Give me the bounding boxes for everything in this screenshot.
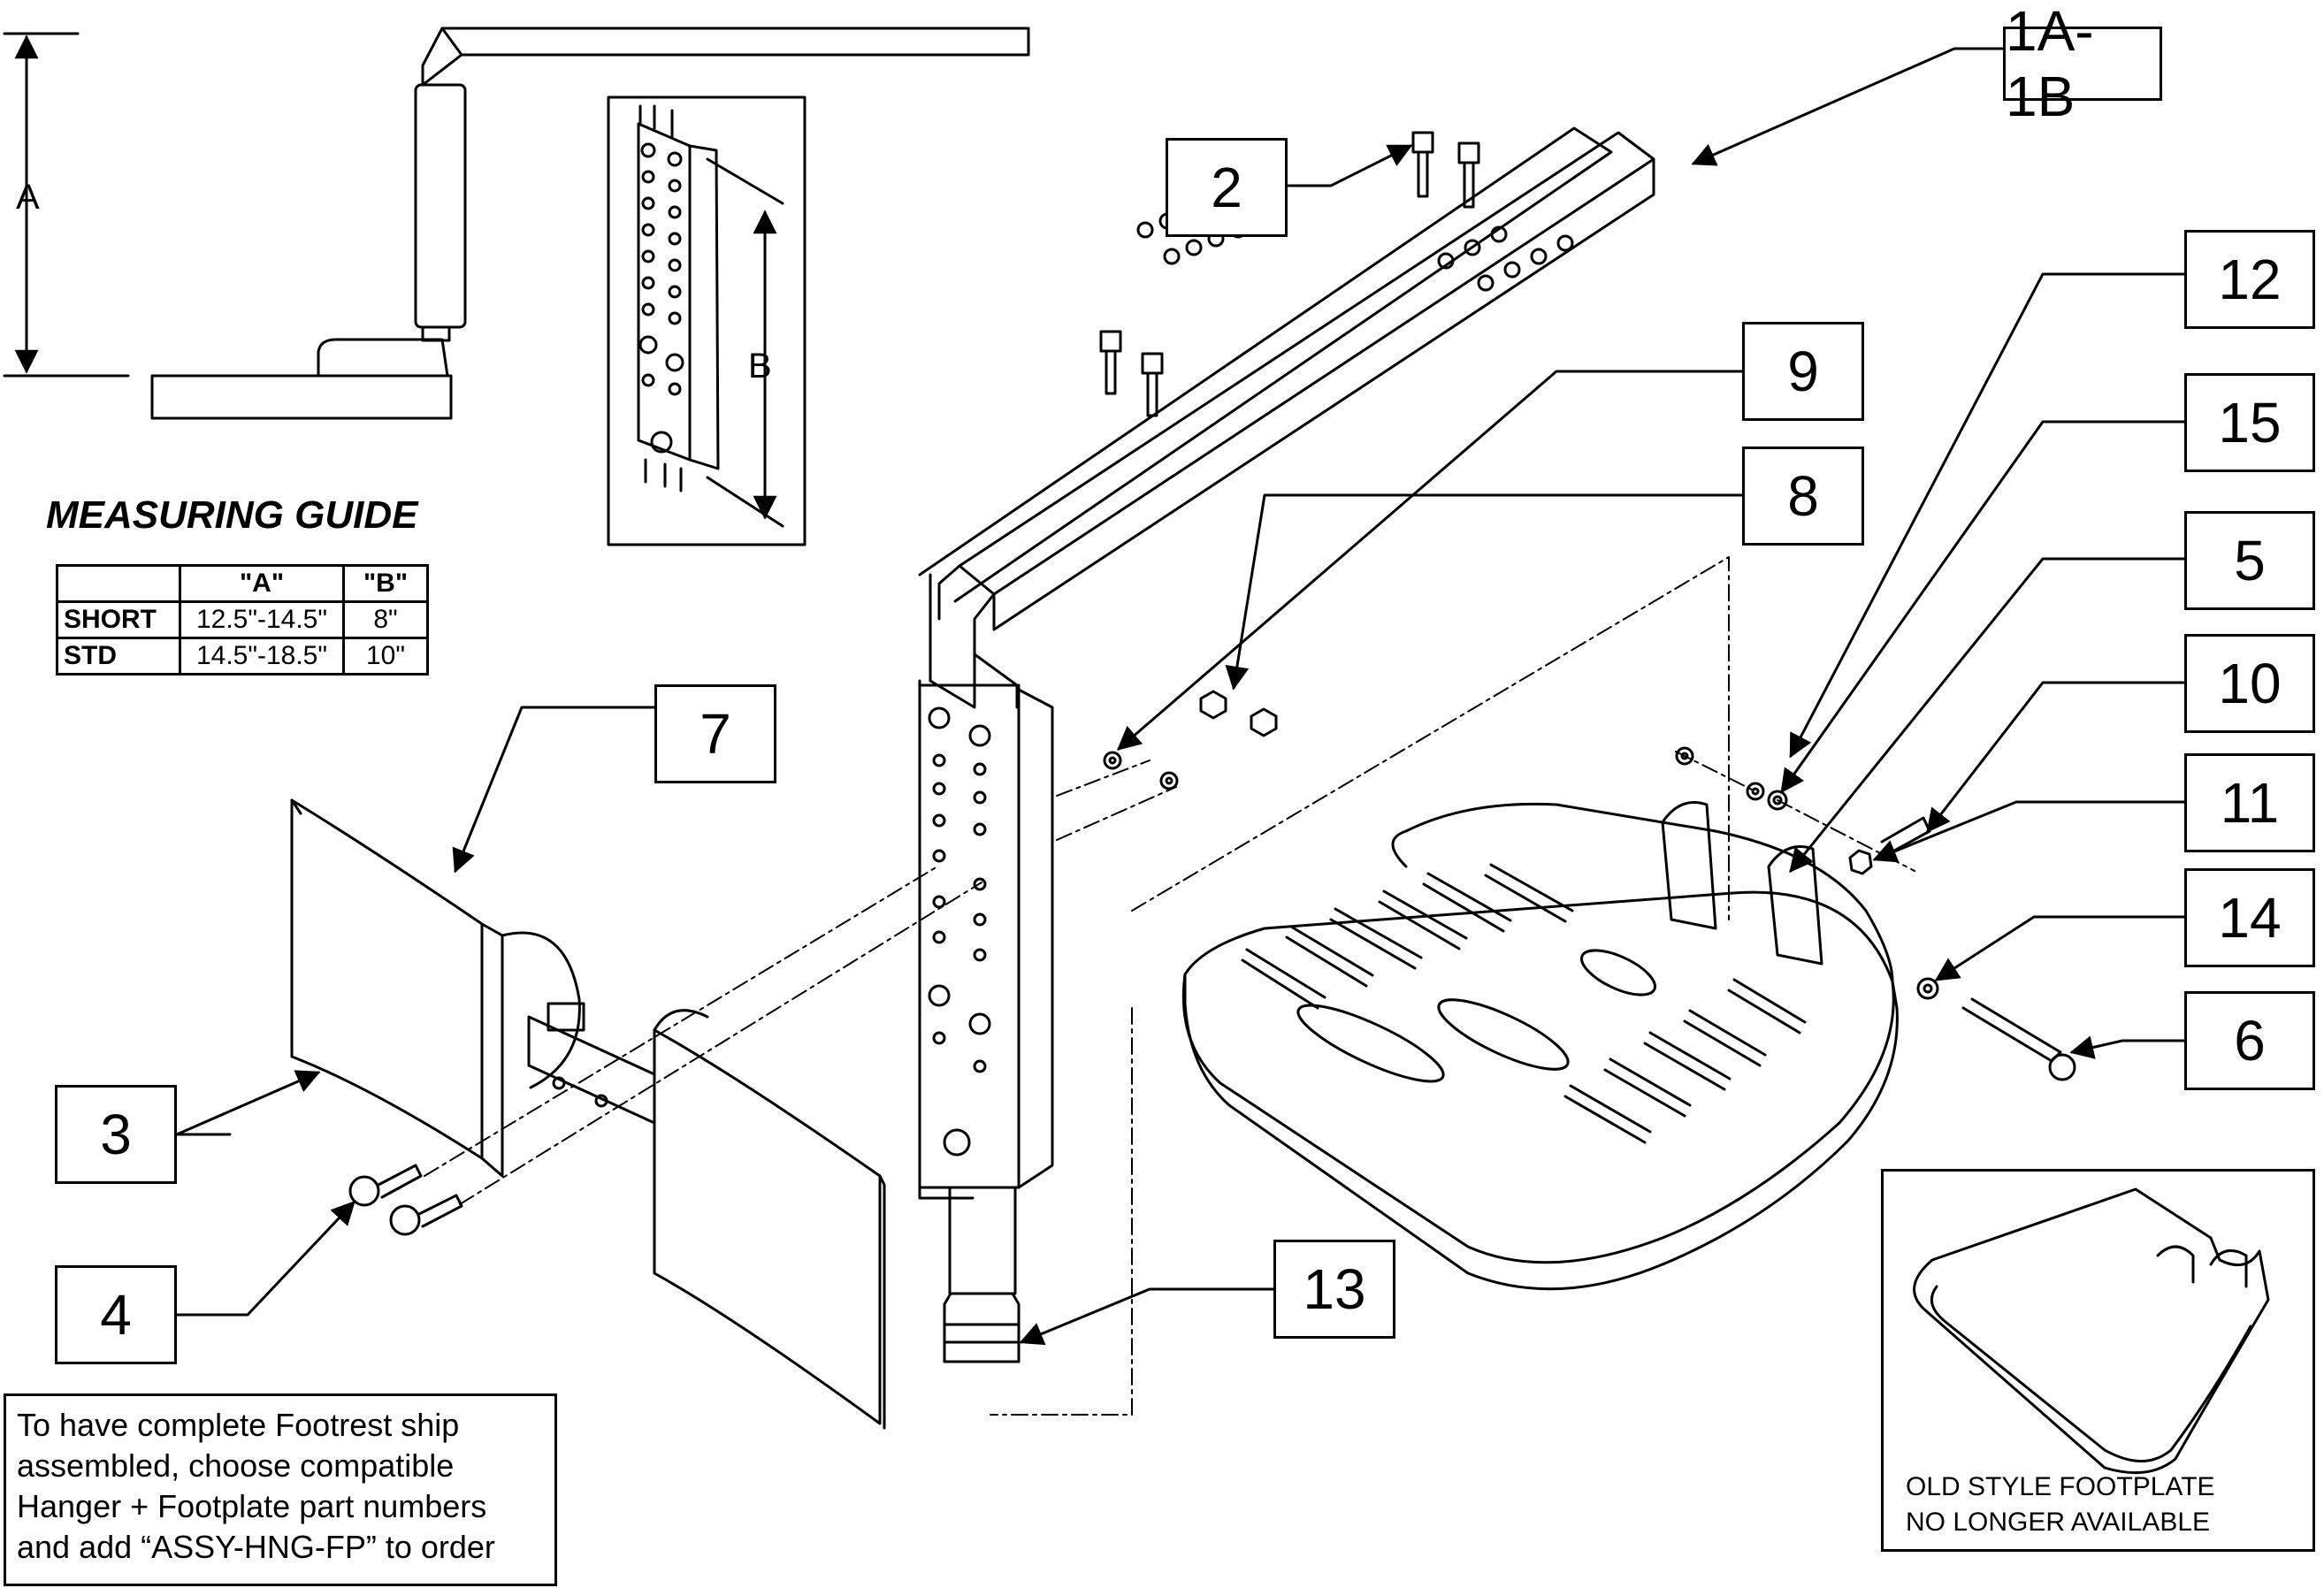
caption-line: NO LONGER AVAILABLE: [1906, 1508, 2211, 1537]
calf-pad-7: [653, 1009, 886, 1430]
row-a-value: 14.5"-18.5": [179, 637, 345, 676]
note-line: Hanger + Footplate part numbers: [17, 1488, 487, 1524]
callout-7: 7: [654, 684, 776, 783]
header-blank: [56, 564, 181, 603]
nuts-washers: [1103, 690, 1278, 790]
footplate-main: [1181, 801, 1899, 1291]
assembly-lines: [424, 556, 1915, 1416]
callout-10: 10: [2184, 634, 2315, 733]
hanger-detail: [607, 95, 807, 546]
callout-4: 4: [55, 1265, 177, 1364]
calf-pad-3: [290, 798, 581, 1178]
footplate-slats: [1241, 863, 1807, 1144]
header-b: "B": [342, 564, 429, 603]
table-row: SHORT 12.5"-14.5" 8": [56, 600, 429, 639]
table-row: STD 14.5"-18.5" 10": [56, 637, 429, 676]
callout-8: 8: [1742, 447, 1864, 546]
dim-label-a: A: [16, 178, 40, 217]
callout-11: 11: [2184, 753, 2315, 852]
row-b-value: 8": [342, 600, 429, 639]
callout-14: 14: [2184, 868, 2315, 967]
callout-1a-1b: 1A-1B: [2003, 0, 2162, 128]
callout-3: 3: [55, 1085, 177, 1184]
callout-5: 5: [2184, 511, 2315, 610]
row-a-value: 12.5"-14.5": [179, 600, 345, 639]
old-footplate-panel: [1881, 1169, 2315, 1552]
assembly-note: To have complete Footrest ship assembled…: [4, 1393, 557, 1586]
measuring-guide-title: MEASURING GUIDE: [46, 493, 418, 537]
callout-13: 13: [1273, 1240, 1395, 1339]
calf-pad-mount: [527, 1002, 656, 1125]
leader-lines: [175, 47, 2186, 1346]
row-b-value: 10": [342, 637, 429, 676]
bolts-4: [348, 1164, 463, 1236]
dim-label-b: B: [748, 347, 772, 386]
measuring-guide-table: "A" "B" SHORT 12.5"-14.5" 8" STD 14.5"-1…: [56, 564, 429, 676]
hardware-right: [1675, 746, 2076, 1081]
row-name: SHORT: [56, 600, 181, 639]
hanger-assembly: [918, 126, 1655, 1363]
note-line: assembled, choose compatible: [17, 1447, 455, 1484]
callout-9: 9: [1742, 322, 1864, 421]
row-name: STD: [56, 637, 181, 676]
note-line: and add “ASSY-HNG-FP” to order: [17, 1529, 495, 1565]
callout-2: 2: [1166, 138, 1288, 237]
old-footplate-drawing: [1913, 1187, 2270, 1475]
screw-set-2: [1099, 131, 1480, 417]
old-footplate-caption: OLD STYLE FOOTPLATE NO LONGER AVAILABLE: [1906, 1470, 2215, 1540]
table-header-row: "A" "B": [56, 564, 429, 603]
callout-15: 15: [2184, 373, 2315, 472]
measuring-figure: [3, 27, 1030, 420]
caption-line: OLD STYLE FOOTPLATE: [1906, 1472, 2215, 1501]
callout-6: 6: [2184, 991, 2315, 1090]
callout-12: 12: [2184, 230, 2315, 329]
header-a: "A": [179, 564, 345, 603]
note-line: To have complete Footrest ship: [17, 1407, 460, 1443]
